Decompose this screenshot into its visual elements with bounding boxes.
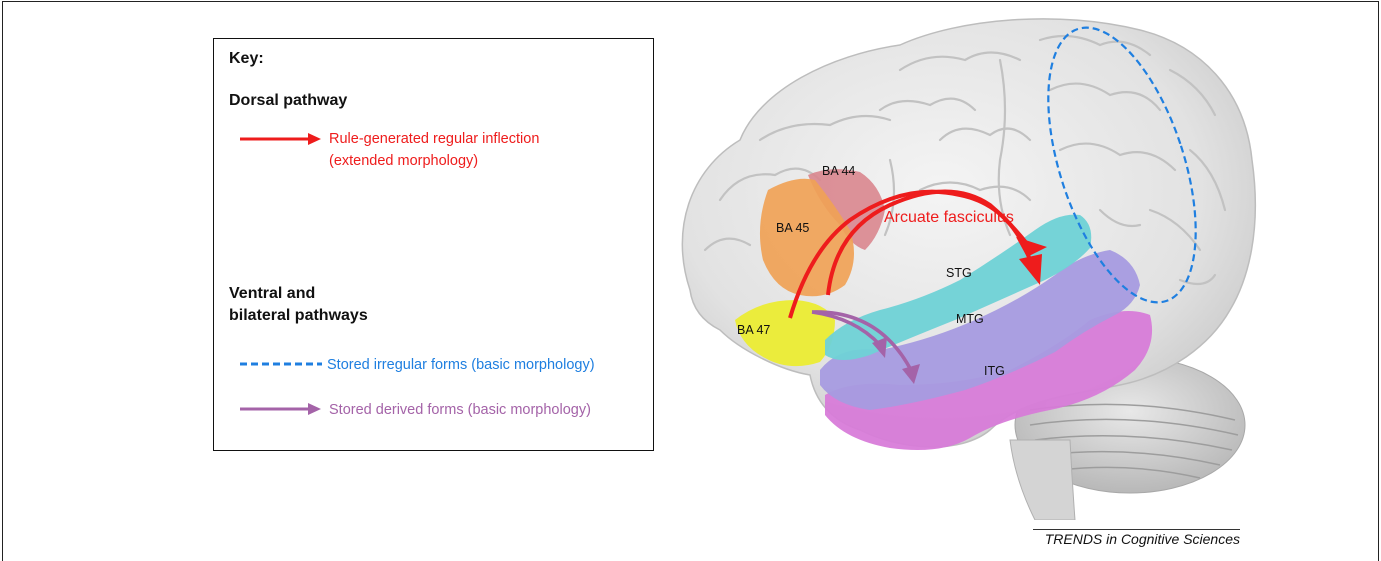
credit-rule <box>1033 529 1240 530</box>
ba47-label: BA 47 <box>737 323 770 337</box>
ventral-heading-line2: bilateral pathways <box>229 307 368 325</box>
mtg-label: MTG <box>956 312 984 326</box>
dorsal-label-line2: (extended morphology) <box>329 151 478 171</box>
journal-credit: TRENDS in Cognitive Sciences <box>1033 531 1240 547</box>
arcuate-fasciculus-label: Arcuate fasciculus <box>884 209 1014 226</box>
key-title: Key: <box>229 50 264 68</box>
dorsal-heading: Dorsal pathway <box>229 92 347 110</box>
dorsal-arrow-legend-icon <box>240 131 322 147</box>
brainstem <box>1010 440 1075 520</box>
key-panel: Key: Dorsal pathway Rule-generated regul… <box>213 38 654 451</box>
derived-arrow-legend-icon <box>240 401 322 417</box>
ba45-label: BA 45 <box>776 221 809 235</box>
irregular-dashed-legend-icon <box>240 359 322 369</box>
ba44-label: BA 44 <box>822 164 855 178</box>
itg-label: ITG <box>984 364 1005 378</box>
brain-illustration: BA 44 BA 45 BA 47 STG MTG ITG Arcuate fa… <box>660 0 1260 520</box>
irregular-label: Stored irregular forms (basic morphology… <box>327 355 595 375</box>
dorsal-label-line1: Rule-generated regular inflection <box>329 129 539 149</box>
derived-label: Stored derived forms (basic morphology) <box>329 400 591 420</box>
ventral-heading-line1: Ventral and <box>229 285 315 303</box>
stg-label: STG <box>946 266 972 280</box>
